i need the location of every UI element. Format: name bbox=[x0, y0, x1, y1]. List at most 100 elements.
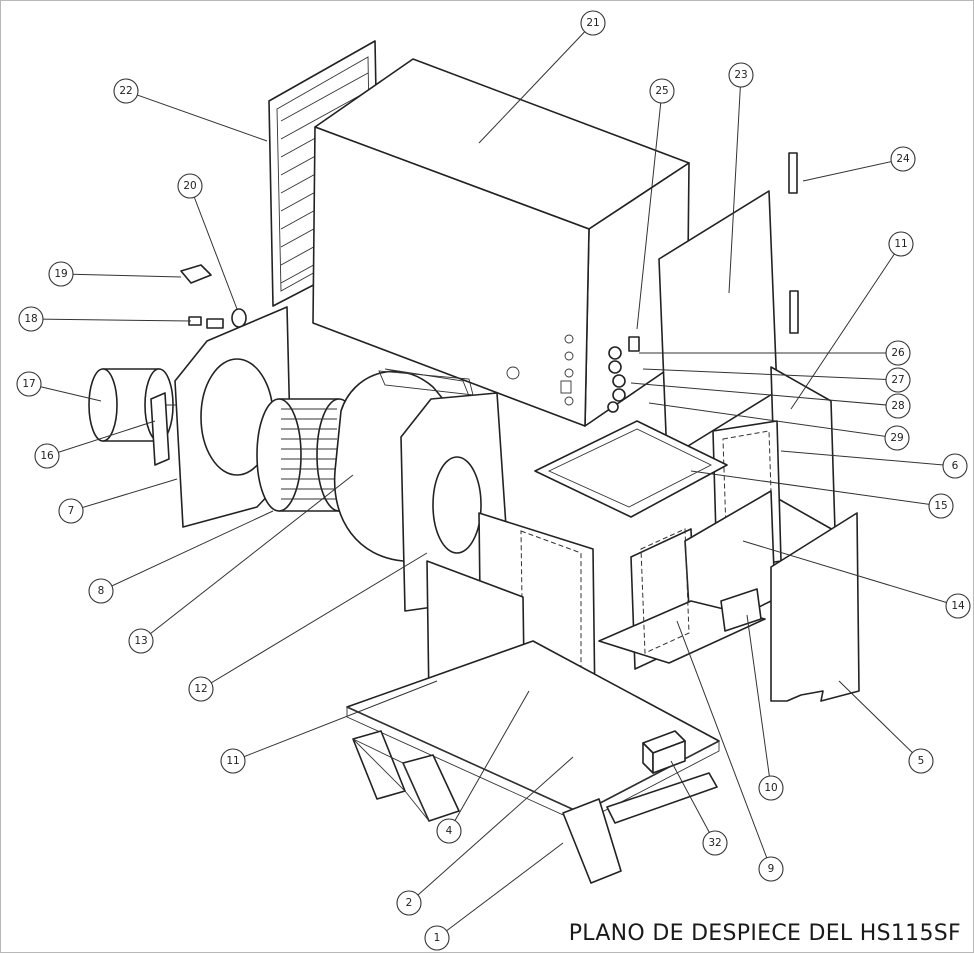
callout-number-8: 8 bbox=[98, 585, 105, 597]
callout-23: 23 bbox=[728, 62, 754, 294]
callout-25: 25 bbox=[636, 78, 675, 330]
callout-leader-13 bbox=[140, 474, 354, 642]
part-rear-side-panel bbox=[770, 512, 860, 702]
part-motor-bracket bbox=[150, 392, 170, 466]
callout-6: 6 bbox=[780, 450, 968, 479]
callout-29: 29 bbox=[648, 402, 910, 451]
callout-14: 14 bbox=[742, 540, 971, 619]
callout-11: 11 bbox=[790, 231, 914, 410]
callout-5: 5 bbox=[838, 680, 934, 774]
callout-bubble-27 bbox=[885, 367, 911, 393]
callout-leader-2 bbox=[408, 756, 574, 904]
callout-leader-29 bbox=[648, 402, 898, 439]
callout-9: 9 bbox=[676, 620, 784, 882]
callout-28: 28 bbox=[630, 382, 911, 419]
callout-26: 26 bbox=[639, 340, 911, 366]
callout-number-32: 32 bbox=[708, 837, 721, 849]
callout-number-26: 26 bbox=[891, 347, 905, 359]
callout-bubble-6 bbox=[942, 453, 968, 479]
callout-leader-11 bbox=[790, 243, 902, 410]
callout-leader-14 bbox=[742, 540, 959, 607]
callout-leader-19 bbox=[60, 273, 182, 278]
callout-bubble-19 bbox=[48, 261, 74, 287]
callout-1: 1 bbox=[424, 842, 564, 951]
callout-4: 4 bbox=[436, 690, 530, 844]
callout-bubble-26 bbox=[885, 340, 911, 366]
callout-leader-25 bbox=[636, 90, 663, 330]
callout-number-16: 16 bbox=[40, 450, 54, 462]
callout-32: 32 bbox=[670, 760, 728, 856]
part-support-rails bbox=[352, 730, 718, 884]
callout-leader-10 bbox=[746, 614, 772, 789]
callout-number-25: 25 bbox=[655, 85, 668, 97]
callout-leader-23 bbox=[728, 74, 742, 294]
part-small-components bbox=[180, 264, 247, 329]
callout-number-23: 23 bbox=[734, 69, 747, 81]
callout-7: 7 bbox=[58, 478, 178, 524]
callout-bubble-4 bbox=[436, 818, 462, 844]
callout-leader-16 bbox=[46, 420, 156, 457]
callout-number-27: 27 bbox=[891, 374, 904, 386]
callout-13: 13 bbox=[128, 474, 354, 654]
callout-bubble-8 bbox=[88, 578, 114, 604]
callout-12: 12 bbox=[188, 552, 428, 702]
callout-number-15: 15 bbox=[934, 500, 947, 512]
callout-number-22: 22 bbox=[119, 85, 132, 97]
callout-bubble-12 bbox=[188, 676, 214, 702]
callout-number-24: 24 bbox=[896, 153, 910, 165]
callout-bubble-9 bbox=[758, 856, 784, 882]
callout-bubble-11 bbox=[220, 748, 246, 774]
callout-17: 17 bbox=[16, 371, 102, 402]
part-electrical-box bbox=[642, 730, 686, 774]
callout-leader-1 bbox=[436, 842, 564, 939]
callout-bubble-10 bbox=[758, 775, 784, 801]
callout-leader-4 bbox=[448, 690, 530, 832]
callout-number-9: 9 bbox=[768, 863, 775, 875]
drawing-title: PLANO DE DESPIECE DEL HS115SF bbox=[568, 921, 961, 946]
callout-number-12: 12 bbox=[194, 683, 207, 695]
callout-number-6: 6 bbox=[952, 460, 959, 472]
callout-20: 20 bbox=[177, 173, 238, 310]
callout-bubble-15 bbox=[928, 493, 954, 519]
callout-leader-27 bbox=[642, 368, 899, 381]
callout-2: 2 bbox=[396, 756, 574, 916]
callout-16: 16 bbox=[34, 420, 156, 469]
callout-number-18: 18 bbox=[24, 313, 37, 325]
callout-leader-7 bbox=[70, 478, 178, 512]
callout-leader-21 bbox=[478, 22, 594, 144]
callout-leader-15 bbox=[690, 470, 942, 507]
callout-leader-20 bbox=[189, 185, 238, 310]
callout-21: 21 bbox=[478, 10, 606, 144]
callout-leader-24 bbox=[802, 158, 904, 182]
callout-number-14: 14 bbox=[951, 600, 965, 612]
callout-bubble-17 bbox=[16, 371, 42, 397]
callout-bubble-32 bbox=[702, 830, 728, 856]
callout-number-19: 19 bbox=[54, 268, 67, 280]
callout-number-20: 20 bbox=[183, 180, 196, 192]
callout-number-29: 29 bbox=[890, 432, 903, 444]
callout-number-11: 11 bbox=[226, 755, 239, 767]
callout-number-5: 5 bbox=[918, 755, 925, 767]
callout-number-11: 11 bbox=[894, 238, 907, 250]
callout-bubble-23 bbox=[728, 62, 754, 88]
part-cabinet-cover bbox=[312, 58, 690, 427]
callout-number-10: 10 bbox=[764, 782, 777, 794]
callout-bubble-25 bbox=[649, 78, 675, 104]
callout-number-28: 28 bbox=[891, 400, 904, 412]
callout-leader-28 bbox=[630, 382, 899, 407]
callout-number-2: 2 bbox=[406, 897, 413, 909]
callout-bubble-5 bbox=[908, 748, 934, 774]
callout-24: 24 bbox=[802, 146, 916, 182]
callout-bubble-20 bbox=[177, 173, 203, 199]
part-connection-fittings bbox=[607, 336, 640, 413]
callout-11: 11 bbox=[220, 680, 438, 774]
callout-15: 15 bbox=[690, 470, 954, 519]
callout-bubble-18 bbox=[18, 306, 44, 332]
callout-number-4: 4 bbox=[446, 825, 453, 837]
callout-bubble-28 bbox=[885, 393, 911, 419]
callout-19: 19 bbox=[48, 261, 182, 287]
callout-number-17: 17 bbox=[22, 378, 35, 390]
callout-bubble-1 bbox=[424, 925, 450, 951]
callout-bubble-21 bbox=[580, 10, 606, 36]
